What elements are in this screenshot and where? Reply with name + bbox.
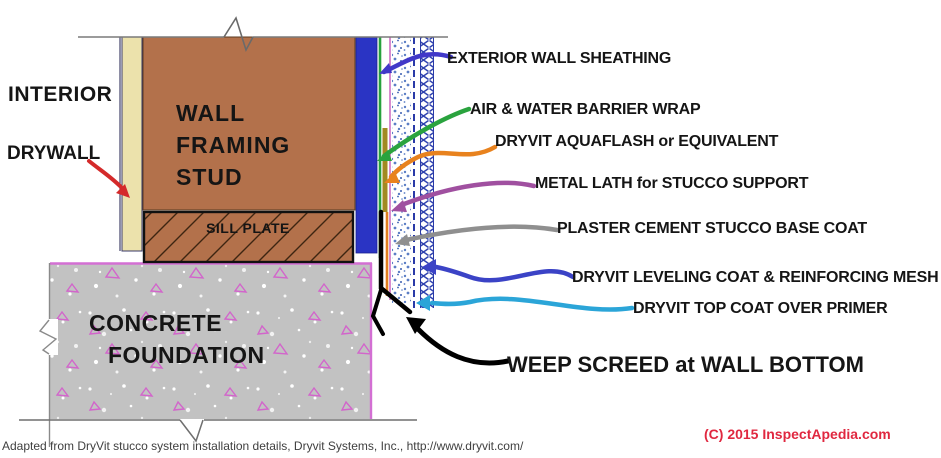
drywall-arrow — [87, 159, 123, 189]
basecoat-arrow — [403, 224, 560, 243]
topcoat-arrow — [429, 296, 635, 312]
foundation-label-line2: FOUNDATION — [108, 342, 265, 368]
callout-arrows — [87, 52, 635, 366]
barrier-arrowhead — [377, 150, 392, 161]
foundation-body — [50, 263, 372, 419]
basecoat-arrowhead — [395, 234, 410, 246]
wall-framing-stud — [142, 36, 356, 211]
weep-screed-flange — [370, 288, 385, 336]
drywall-layer — [121, 36, 143, 252]
wall-framing-stud-label: WALL FRAMING STUD — [176, 97, 290, 193]
callout-dryvit-aquaflash: DRYVIT AQUAFLASH or EQUIVALENT — [495, 133, 779, 150]
stud-label-line3: STUD — [176, 164, 243, 190]
callout-air-water-barrier-wrap: AIR & WATER BARRIER WRAP — [470, 101, 701, 118]
callout-top-coat-primer: DRYVIT TOP COAT OVER PRIMER — [633, 300, 888, 317]
stud-label-line2: FRAMING — [176, 132, 291, 158]
aquaflash-arrowhead — [384, 172, 400, 183]
sill-plate-border — [142, 210, 355, 264]
sheathing-layer — [355, 36, 378, 254]
callout-metal-lath: METAL LATH for STUCCO SUPPORT — [535, 175, 809, 192]
leveling-arrowhead — [422, 259, 436, 275]
top-break-icon — [223, 16, 254, 53]
stud-label-line1: WALL — [176, 100, 246, 126]
copyright-text[interactable]: (C) 2015 InspectApedia.com — [704, 426, 891, 442]
lath-arrowhead — [391, 200, 407, 212]
callout-exterior-wall-sheathing: EXTERIOR WALL SHEATHING — [447, 50, 672, 67]
sheathing-arrowhead — [379, 63, 392, 74]
foundation-left-break-icon — [38, 319, 58, 355]
reinforcing-mesh-column — [421, 37, 433, 308]
drywall-arrowhead — [116, 184, 130, 198]
drywall-label: DRYWALL — [7, 143, 101, 164]
callout-leveling-coat-mesh: DRYVIT LEVELING COAT & REINFORCING MESH — [572, 269, 939, 286]
foundation-label-line1: CONCRETE — [89, 310, 223, 336]
bottom-break-icon — [179, 419, 204, 443]
weep-screed-arrow — [415, 326, 511, 366]
aquaflash-strip — [382, 128, 388, 212]
leveling-arrow — [433, 264, 576, 283]
topcoat-arrowhead — [416, 295, 430, 311]
weep-screed-arrowhead — [406, 317, 426, 334]
left-break-gap — [38, 319, 58, 355]
callout-weep-screed: WEEP SCREED at WALL BOTTOM — [507, 352, 864, 377]
aquaflash-arrow — [388, 144, 498, 180]
concrete-foundation — [19, 262, 417, 447]
top-break-line — [78, 16, 448, 53]
sill-plate-label: SILL PLATE — [206, 220, 290, 236]
callout-stucco-base-coat: PLASTER CEMENT STUCCO BASE COAT — [557, 220, 867, 237]
wall-assembly — [119, 36, 356, 264]
attribution-text: Adapted from DryVit stucco system instal… — [2, 439, 524, 453]
interior-label: INTERIOR — [8, 83, 113, 106]
lath-arrow — [401, 180, 537, 207]
barrier-arrow — [381, 106, 472, 159]
sill-plate-hatch — [144, 212, 353, 262]
